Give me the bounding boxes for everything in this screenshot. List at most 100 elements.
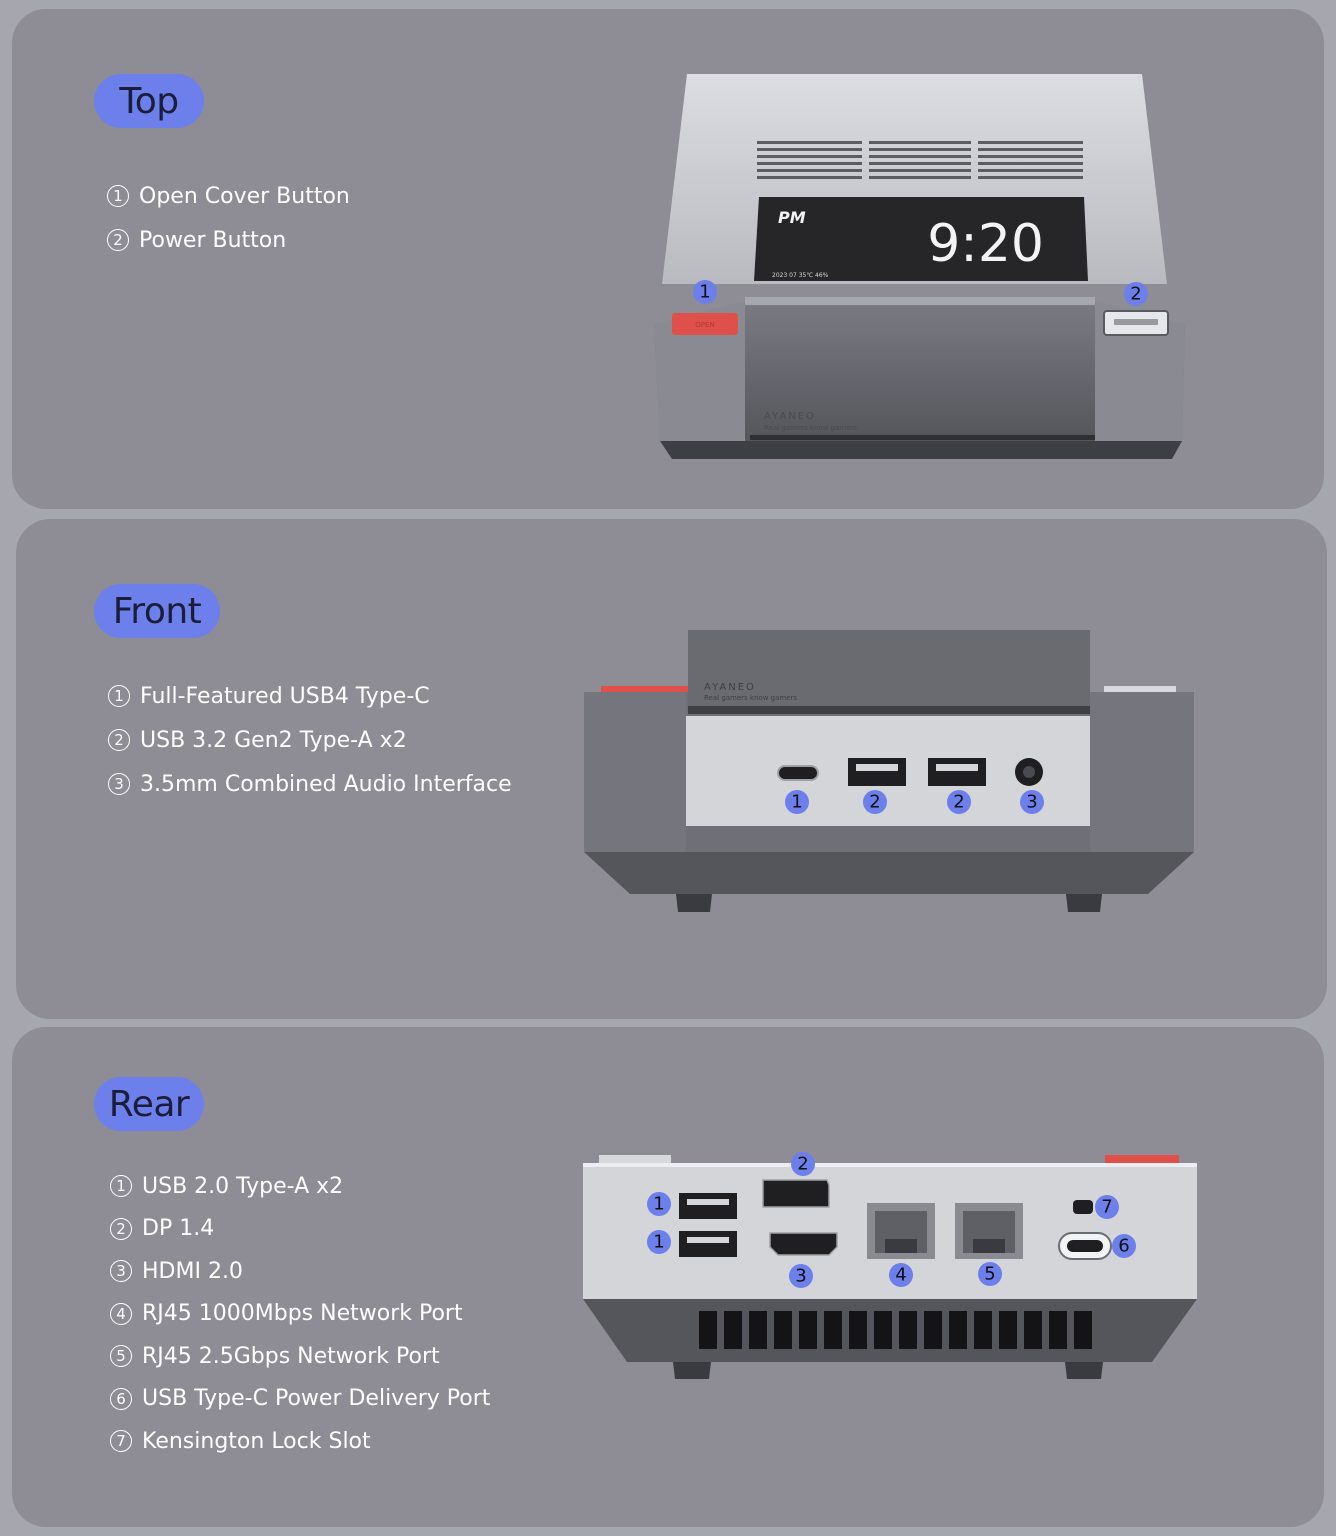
usb-a-port-icon	[848, 758, 906, 786]
svg-text:1: 1	[791, 792, 802, 813]
feature-label: DP 1.4	[142, 1216, 215, 1242]
audio-jack-icon	[1015, 758, 1043, 786]
feature-number: 6	[110, 1387, 132, 1410]
svg-text:1: 1	[699, 282, 710, 303]
vent-icon	[757, 141, 1083, 179]
usb-a-port-icon	[679, 1193, 737, 1219]
callout-badge-2: 2	[1124, 282, 1148, 306]
rj45-port-icon	[955, 1203, 1023, 1259]
screen-time: 9:20	[927, 214, 1044, 274]
svg-text:2: 2	[869, 792, 880, 813]
feature-item: 6 USB Type-C Power Delivery Port	[110, 1378, 490, 1421]
feature-label: RJ45 1000Mbps Network Port	[142, 1301, 463, 1327]
feature-number: 1	[107, 185, 129, 207]
feature-item: 7 Kensington Lock Slot	[110, 1420, 490, 1463]
svg-text:2: 2	[797, 1154, 808, 1175]
power-button[interactable]	[1103, 310, 1169, 336]
svg-text:6: 6	[1118, 1236, 1129, 1257]
svg-text:7: 7	[1101, 1197, 1112, 1218]
feature-number: 2	[107, 229, 129, 251]
device-brand: AYANEO	[764, 411, 816, 422]
callout-badge-4: 4	[889, 1263, 913, 1287]
callout-badge-1: 1	[647, 1192, 671, 1216]
feature-number: 3	[108, 773, 130, 795]
feature-label: Power Button	[139, 227, 287, 253]
feature-number: 1	[110, 1175, 132, 1198]
front-feature-list: 1 Full-Featured USB4 Type-C 2 USB 3.2 Ge…	[108, 674, 512, 806]
displayport-icon	[762, 1179, 830, 1208]
callout-badge-6: 6	[1112, 1234, 1136, 1258]
svg-text:1: 1	[653, 1232, 664, 1253]
feature-label: USB Type-C Power Delivery Port	[142, 1386, 491, 1412]
vent-icon	[699, 1311, 1092, 1349]
rear-feature-list: 1 USB 2.0 Type-A x2 2 DP 1.4 3 HDMI 2.0 …	[110, 1165, 490, 1463]
usb-a-port-icon	[679, 1231, 737, 1257]
feature-label: Full-Featured USB4 Type-C	[140, 683, 430, 709]
callout-badge-3: 3	[789, 1264, 813, 1288]
screen-period: PM	[778, 208, 806, 227]
section-title-top: Top	[94, 74, 204, 128]
usb-a-port-icon	[928, 758, 986, 786]
feature-item: 2 USB 3.2 Gen2 Type-A x2	[108, 718, 512, 762]
feature-number: 3	[110, 1260, 132, 1283]
screen-status: 2023 07 35℃ 46%	[772, 272, 829, 279]
feature-item: 4 RJ45 1000Mbps Network Port	[110, 1293, 490, 1336]
callout-badge-7: 7	[1095, 1195, 1119, 1219]
feature-number: 1	[108, 685, 130, 707]
callout-badge-2: 2	[791, 1152, 815, 1176]
hdmi-port-icon	[769, 1232, 838, 1256]
svg-text:2: 2	[1130, 284, 1141, 305]
feature-label: HDMI 2.0	[142, 1258, 243, 1284]
callout-badge-2: 2	[863, 790, 887, 814]
feature-number: 5	[110, 1345, 132, 1368]
feature-number: 2	[108, 729, 130, 751]
feature-item: 5 RJ45 2.5Gbps Network Port	[110, 1335, 490, 1378]
feature-item: 1 Open Cover Button	[107, 174, 350, 218]
top-feature-list: 1 Open Cover Button 2 Power Button	[107, 174, 350, 262]
feature-label: USB 2.0 Type-A x2	[142, 1173, 344, 1199]
svg-text:4: 4	[895, 1265, 906, 1286]
feature-number: 2	[110, 1217, 132, 1240]
rear-device-image: 1 1 2 3 4 5 6 7	[577, 1147, 1207, 1397]
usb-c-port-icon	[1058, 1232, 1112, 1260]
front-device-image: AYANEO Real gamers know gamers 1 2	[578, 624, 1198, 924]
feature-item: 1 Full-Featured USB4 Type-C	[108, 674, 512, 718]
svg-text:3: 3	[795, 1266, 806, 1287]
feature-number: 4	[110, 1302, 132, 1325]
callout-badge-3: 3	[1020, 790, 1044, 814]
feature-item: 2 Power Button	[107, 218, 350, 262]
rj45-port-icon	[867, 1203, 935, 1259]
callout-badge-5: 5	[978, 1262, 1002, 1286]
device-tagline: Real gamers know gamers	[704, 694, 797, 702]
top-panel: Top 1 Open Cover Button 2 Power Button	[12, 9, 1324, 509]
feature-item: 3 3.5mm Combined Audio Interface	[108, 762, 512, 806]
feature-number: 7	[110, 1430, 132, 1453]
top-device-image: PM 9:20 2023 07 35℃ 46% AYANEO Real game…	[632, 69, 1202, 469]
device-tagline: Real gamers know gamers	[764, 424, 857, 432]
feature-item: 2 DP 1.4	[110, 1208, 490, 1251]
callout-badge-1: 1	[693, 280, 717, 304]
display-screen: PM 9:20 2023 07 35℃ 46%	[754, 197, 1088, 281]
svg-text:1: 1	[653, 1194, 664, 1215]
feature-label: USB 3.2 Gen2 Type-A x2	[140, 727, 407, 753]
section-title-front: Front	[94, 584, 220, 638]
front-panel: Front 1 Full-Featured USB4 Type-C 2 USB …	[16, 519, 1327, 1019]
callout-badge-1: 1	[647, 1230, 671, 1254]
feature-label: Kensington Lock Slot	[142, 1428, 371, 1454]
feature-item: 3 HDMI 2.0	[110, 1250, 490, 1293]
feature-item: 1 USB 2.0 Type-A x2	[110, 1165, 490, 1208]
callout-badge-1: 1	[785, 790, 809, 814]
feature-label: 3.5mm Combined Audio Interface	[140, 771, 512, 797]
svg-text:3: 3	[1026, 792, 1037, 813]
kensington-slot-icon	[1073, 1200, 1093, 1214]
usb-c-port-icon	[777, 765, 819, 781]
svg-text:2: 2	[953, 792, 964, 813]
feature-label: Open Cover Button	[139, 183, 350, 209]
section-title-rear: Rear	[94, 1077, 204, 1131]
callout-badge-2: 2	[947, 790, 971, 814]
feature-label: RJ45 2.5Gbps Network Port	[142, 1343, 440, 1369]
svg-text:5: 5	[984, 1264, 995, 1285]
device-brand: AYANEO	[704, 682, 756, 693]
rear-panel: Rear 1 USB 2.0 Type-A x2 2 DP 1.4 3 HDMI…	[12, 1027, 1324, 1527]
open-cover-button[interactable]: OPEN	[672, 313, 738, 335]
